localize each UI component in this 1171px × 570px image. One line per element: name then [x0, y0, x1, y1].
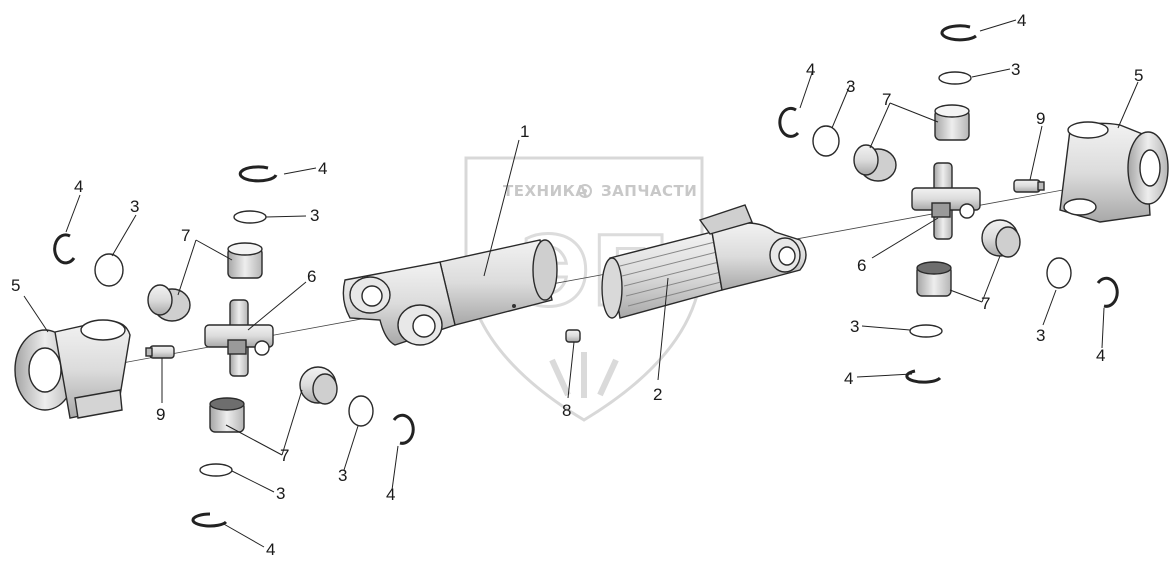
callout-3-left-top: 3	[310, 206, 319, 225]
callout-4-right-top: 4	[1017, 11, 1026, 30]
watermark-text-left: ТЕХНИКА	[503, 182, 588, 200]
seal-washer-right-side	[812, 125, 840, 157]
circlip-left-bottom	[191, 512, 228, 528]
callout-5-left: 5	[11, 276, 20, 295]
needle-bearing-left-bottom	[209, 397, 245, 433]
needle-bearing-right-side	[853, 144, 897, 182]
yoke-flange-right	[1059, 121, 1169, 223]
circlip-left-side	[53, 233, 76, 265]
needle-bearing-left-top	[227, 242, 263, 279]
callout-4-left-side: 4	[74, 177, 83, 196]
shaft-tube-with-yoke	[342, 239, 558, 346]
callout-4-left-bottom: 4	[266, 540, 275, 559]
callout-7-left-top: 7	[181, 226, 190, 245]
callout-4-left-top: 4	[318, 159, 327, 178]
callout-3-left-side: 3	[130, 197, 139, 216]
seal-washer-right-right	[1046, 257, 1072, 289]
callout-4-left-right: 4	[386, 485, 395, 504]
callout-8: 8	[562, 401, 571, 420]
callout-3-right-side: 3	[846, 77, 855, 96]
circlip-right-bottom	[905, 369, 942, 384]
cross-spider-left	[204, 299, 274, 377]
seal-washer-left-bottom	[199, 463, 233, 477]
gear-icon	[578, 184, 592, 198]
watermark-text-right: ЗАПЧАСТИ	[601, 182, 697, 200]
callout-6-right: 6	[857, 256, 866, 275]
callout-3-left-right: 3	[338, 466, 347, 485]
callout-5-right: 5	[1134, 66, 1143, 85]
callout-3-left-bottom: 3	[276, 484, 285, 503]
callout-4-right-side: 4	[806, 60, 815, 79]
circlip-right-right	[1096, 276, 1119, 308]
callout-1: 1	[520, 122, 529, 141]
seal-washer-right-bottom	[909, 324, 943, 338]
circlip-left-right	[392, 413, 415, 445]
callout-2: 2	[653, 385, 662, 404]
yoke-flange-left	[14, 319, 131, 419]
circlip-right-side	[778, 106, 800, 138]
grease-nipple-left	[145, 345, 175, 359]
callout-6-left: 6	[307, 267, 316, 286]
callout-3-right-top: 3	[1011, 60, 1020, 79]
callout-7-right-bottom: 7	[981, 294, 990, 313]
needle-bearing-right-bottom	[916, 261, 952, 297]
callout-9-right: 9	[1036, 109, 1045, 128]
callout-3-right-bottom: 3	[850, 317, 859, 336]
callout-7-left-bottom: 7	[280, 446, 289, 465]
needle-bearing-right-top	[934, 104, 970, 141]
callout-9-left: 9	[156, 405, 165, 424]
seal-washer-right-top	[938, 71, 972, 85]
seal-washer-left-top	[233, 210, 267, 224]
needle-bearing-left-side	[147, 284, 191, 322]
callout-3-right-right: 3	[1036, 326, 1045, 345]
seal-washer-left-side	[94, 253, 124, 287]
cross-spider-right	[911, 162, 981, 240]
grease-nipple-right	[1013, 179, 1045, 193]
needle-bearing-left-right	[299, 366, 338, 405]
circlip-right-top	[940, 24, 977, 42]
circlip-left-top	[238, 165, 278, 183]
callout-7-right-top: 7	[882, 90, 891, 109]
wheat-emblem	[549, 352, 619, 398]
splined-shaft-with-yoke	[601, 204, 807, 319]
callout-4-right-bottom: 4	[844, 369, 853, 388]
grease-nipple-center	[565, 329, 581, 343]
callout-labels: 1 2 8 6 9 5 7 7 3 3 3 3 4 4 4 4 6 9 5 7 …	[11, 11, 1143, 559]
needle-bearing-right-right	[981, 219, 1021, 258]
callout-4-right-right: 4	[1096, 346, 1105, 365]
seal-washer-left-right	[348, 395, 374, 427]
leader-lines	[23, 19, 1139, 548]
